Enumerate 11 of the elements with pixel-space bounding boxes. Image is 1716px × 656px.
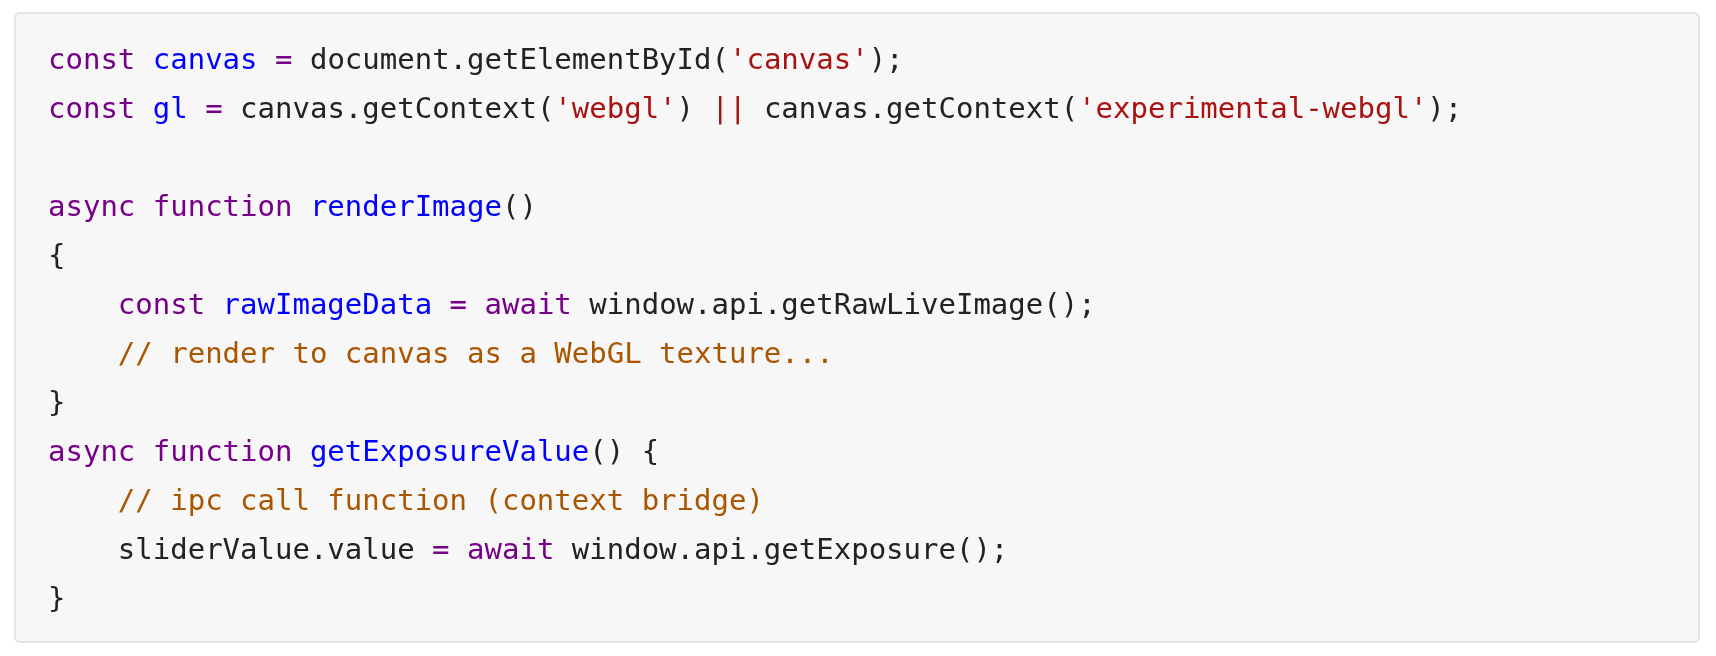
code-line: } <box>48 384 66 420</box>
code-line: const rawImageData = await window.api.getRawLiveImage(); <box>116 286 1096 322</box>
code-line: const gl = canvas.getContext('webgl') || canvas.getContext('experimental-webgl'); <box>48 90 1463 126</box>
code-line: async function getExposureValue() { <box>48 433 660 469</box>
code-comment: // ipc call function (context bridge) <box>116 482 764 518</box>
code-line: const canvas = document.getElementById('canvas'); <box>48 41 904 77</box>
code-line: async function renderImage() <box>48 188 537 224</box>
code-line: } <box>48 580 66 616</box>
code-line: sliderValue.value = await window.api.getExposure(); <box>116 531 1009 567</box>
code-line: { <box>48 237 66 273</box>
code-comment: // render to canvas as a WebGL texture... <box>116 335 834 371</box>
